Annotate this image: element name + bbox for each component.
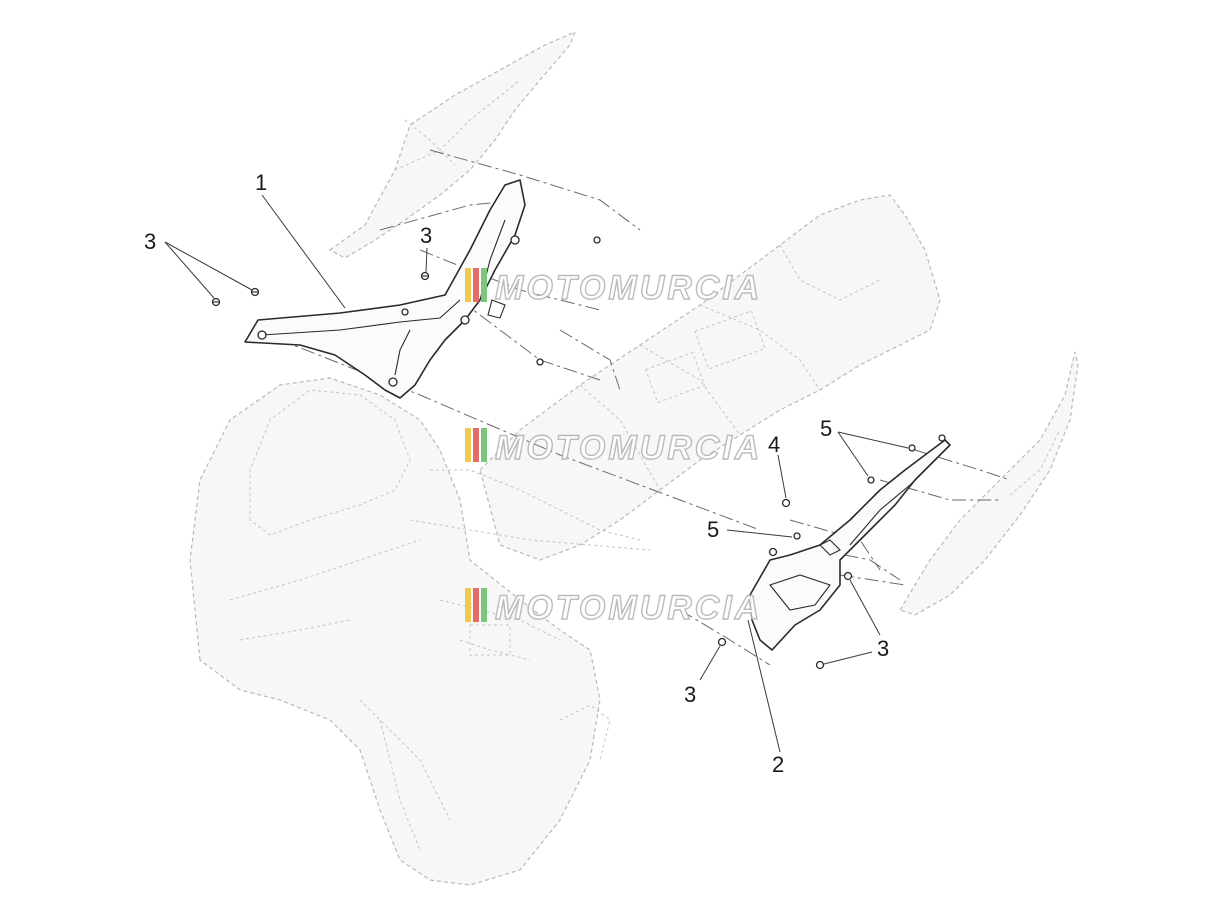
fasteners xyxy=(211,236,916,670)
callout-3-left: 3 xyxy=(144,229,156,254)
ghost-windscreen xyxy=(249,389,411,536)
watermark-bottom: MOTOMURCIA xyxy=(465,588,762,628)
callout-3-top: 3 xyxy=(420,223,432,248)
screw-5-mid xyxy=(867,476,875,484)
part-2-right-inner-panel xyxy=(749,434,951,651)
callout-5-upper: 5 xyxy=(820,416,832,441)
callout-3-right: 3 xyxy=(877,636,889,661)
ghost-upper-fairing xyxy=(328,30,577,259)
callout-1: 1 xyxy=(255,170,267,195)
screw-5-upper xyxy=(908,444,916,452)
nut-4 xyxy=(781,498,791,508)
ghost-front-fairing xyxy=(189,377,601,886)
leader-lines xyxy=(164,194,909,753)
ghost-rear-side-panel xyxy=(899,351,1079,616)
screw-5-lower xyxy=(793,532,801,540)
callout-5-lower: 5 xyxy=(707,517,719,542)
screw-3-left-lower xyxy=(211,297,221,307)
screw-3-top-center xyxy=(420,271,430,281)
callout-3-bottom: 3 xyxy=(684,682,696,707)
ghost-context xyxy=(189,30,1079,886)
callout-labels: 1 2 3 3 3 3 4 5 5 xyxy=(144,170,889,777)
part-1-left-inner-panel xyxy=(244,179,526,399)
watermark-text: MOTOMURCIA xyxy=(495,429,762,467)
screw-top-right-axis xyxy=(593,236,601,244)
screw-mid-axis xyxy=(536,358,544,366)
callout-2: 2 xyxy=(772,752,784,777)
screw-3-left-upper xyxy=(250,287,260,297)
screw-3-bottom xyxy=(717,637,727,647)
watermark-top: MOTOMURCIA xyxy=(465,268,762,308)
screw-3-right-upper xyxy=(843,571,853,581)
ghost-rear-subframe xyxy=(479,194,941,561)
watermark-middle: MOTOMURCIA xyxy=(465,428,762,468)
watermark-text: MOTOMURCIA xyxy=(495,589,762,627)
screw-3-right-lower xyxy=(815,660,825,670)
callout-4: 4 xyxy=(768,432,780,457)
watermark-text: MOTOMURCIA xyxy=(495,269,762,307)
